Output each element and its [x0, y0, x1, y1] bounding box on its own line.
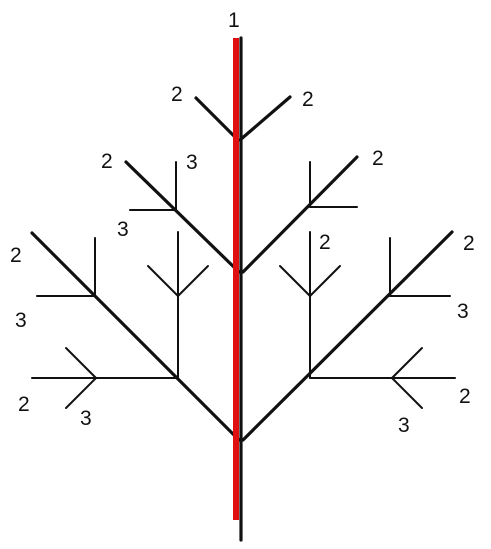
label-right-lower-3: 3	[398, 414, 410, 437]
branch-lower-right-main	[241, 230, 454, 442]
label-right-outer-upper: 2	[463, 232, 475, 255]
axis-label: 1	[228, 9, 240, 32]
branch-lower-left-inner-arrow-l	[147, 265, 179, 297]
branch-lower-right-inner-arrow-l	[279, 265, 311, 297]
branch-lower-right-inner-arrow-r	[309, 265, 341, 297]
label-right-lower-2: 2	[459, 385, 471, 408]
branch-upper-left	[124, 160, 241, 274]
label-left-lower-3: 3	[80, 407, 92, 430]
branch-top-right	[238, 95, 292, 142]
branch-lower-right-arrow-up	[391, 347, 423, 379]
label-mid-upper-left-low: 3	[117, 218, 129, 241]
label-left-outer-upper: 2	[10, 244, 22, 267]
label-mid-upper-left-outer: 2	[101, 150, 113, 173]
branch-lower-left-inner-arrow-r	[177, 265, 209, 297]
branch-lower-left-arrow-down	[65, 377, 97, 409]
label-right-center: 2	[319, 231, 331, 254]
branch-upper-right	[241, 155, 359, 274]
label-mid-upper-left-inner: 3	[186, 151, 198, 174]
branch-top-left	[194, 96, 240, 142]
label-left-lower-2: 2	[18, 393, 30, 416]
branch-lower-right-arrow-down	[391, 377, 423, 409]
branch-lower-left-arrow-up	[65, 347, 97, 379]
label-top-left: 2	[171, 83, 183, 106]
label-right-outer-mid: 3	[457, 300, 469, 323]
label-top-right: 2	[302, 88, 314, 111]
label-mid-upper-right: 2	[372, 147, 384, 170]
label-left-outer-mid: 3	[15, 309, 27, 332]
branch-lower-left-main	[30, 231, 241, 442]
